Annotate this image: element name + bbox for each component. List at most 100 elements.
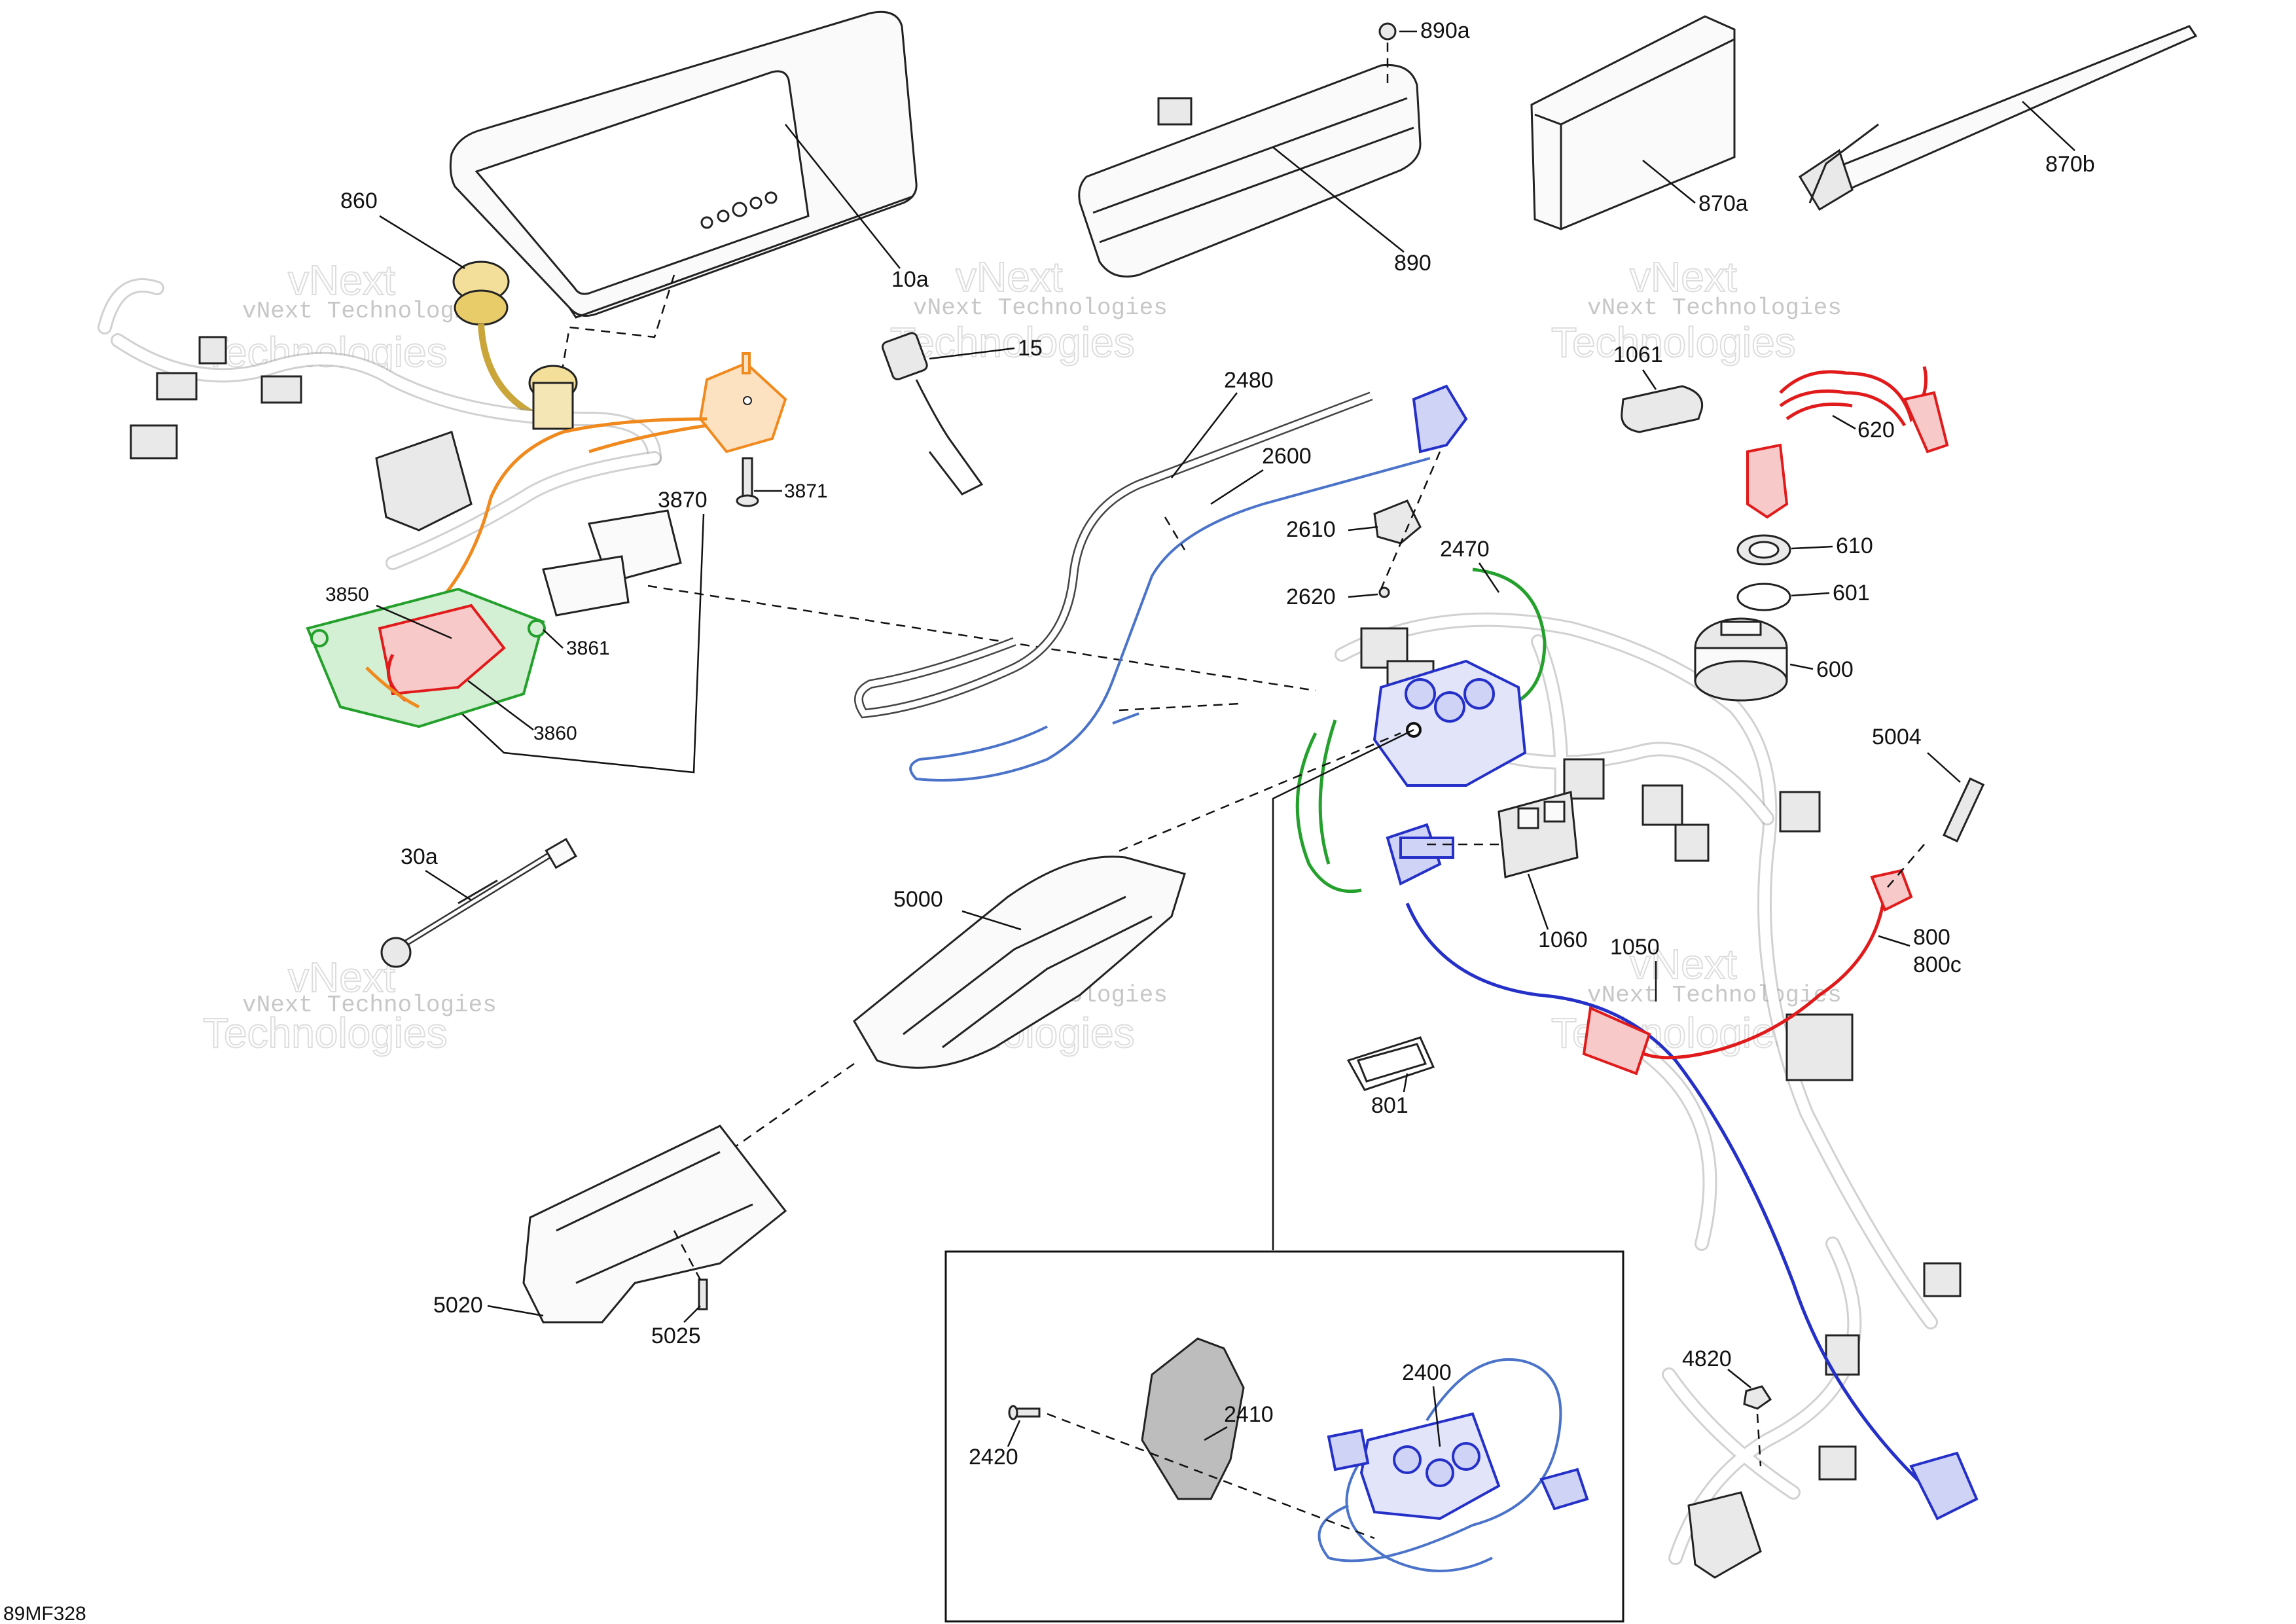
- label-890: 890: [1394, 251, 1431, 276]
- label-3861: 3861: [566, 638, 610, 659]
- watermark-big: vNext: [288, 257, 395, 304]
- part-5004-pin: [1943, 777, 1985, 843]
- label-801: 801: [1371, 1093, 1408, 1118]
- watermark-big: vNext: [1630, 941, 1737, 988]
- part-860-connector-boot: [452, 261, 545, 422]
- label-870a: 870a: [1698, 191, 1748, 216]
- label-601: 601: [1833, 581, 1870, 605]
- display-button-row-icon: [700, 191, 778, 229]
- label-2600: 2600: [1262, 444, 1312, 469]
- part-800-cable-red: [1582, 869, 1913, 1075]
- part-2470-cable-green: [1295, 568, 1547, 893]
- watermark-big: vNext: [1630, 253, 1737, 300]
- connector-icon: [1785, 1013, 1854, 1081]
- label-2620: 2620: [1286, 585, 1336, 609]
- label-1050: 1050: [1610, 935, 1660, 960]
- main-harness-assembly: [1335, 612, 1962, 1579]
- label-870b: 870b: [2045, 152, 2095, 177]
- watermark-text: vNext Technologies: [242, 992, 497, 1019]
- label-10a: 10a: [891, 267, 929, 292]
- label-620: 620: [1857, 418, 1895, 442]
- part-1061-bezel: [1621, 385, 1704, 433]
- label-15: 15: [1018, 336, 1043, 361]
- watermark-big: Technologies: [890, 319, 1135, 366]
- detail-inset-box: [944, 1250, 1624, 1623]
- part-601-washer: [1736, 583, 1791, 611]
- watermark-text: vNext Technologies: [1587, 982, 1842, 1009]
- connector-icon: [198, 336, 227, 365]
- part-4820-nut: [1743, 1385, 1772, 1410]
- part-2420-screw: [1008, 1405, 1041, 1420]
- part-5020-bracket: [522, 1125, 787, 1324]
- solenoid-icon: [1687, 1491, 1762, 1579]
- part-890-ecu-housing: [1078, 63, 1422, 278]
- watermark-big: Technologies: [1551, 319, 1796, 366]
- part-15-sensor: [882, 332, 984, 496]
- label-2480: 2480: [1224, 368, 1274, 393]
- label-5020: 5020: [433, 1293, 483, 1318]
- label-890a: 890a: [1420, 18, 1470, 43]
- relay-box-icon: [375, 431, 473, 532]
- part-1060-switch: [1498, 791, 1579, 878]
- connector-icon: [1818, 1445, 1857, 1481]
- label-2400: 2400: [1402, 1360, 1452, 1385]
- connector-icon: [1641, 784, 1683, 826]
- connector-icon: [260, 375, 302, 404]
- label-3870: 3870: [658, 488, 708, 513]
- label-610: 610: [1836, 533, 1873, 558]
- watermark-big: Technologies: [203, 329, 448, 376]
- label-2470: 2470: [1440, 537, 1490, 562]
- watermark-text: vNext Technologies: [1587, 295, 1842, 321]
- label-4820: 4820: [1682, 1346, 1732, 1371]
- label-3871: 3871: [784, 480, 828, 502]
- watermark-big: vNext: [288, 954, 395, 1001]
- label-2420: 2420: [969, 1445, 1018, 1470]
- part-801-gasket: [1346, 1036, 1435, 1091]
- part-3850-module-red: [378, 604, 506, 702]
- part-600-ignition-switch: [1694, 617, 1788, 702]
- dashed-line: [1119, 732, 1401, 852]
- label-1060: 1060: [1538, 928, 1588, 952]
- part-5025-screw: [698, 1278, 708, 1310]
- label-1061: 1061: [1613, 342, 1663, 367]
- label-860: 860: [340, 189, 378, 213]
- watermark-text: vNext Technologies: [913, 295, 1168, 321]
- connector-icon: [130, 424, 178, 460]
- part-2400-handlebar-switch: [1318, 1358, 1589, 1572]
- label-30a: 30a: [401, 844, 438, 869]
- left-harness-cluster: [98, 278, 682, 617]
- part-870a-pad: [1530, 15, 1736, 230]
- label-600: 600: [1816, 657, 1854, 682]
- watermark-text: vNext Technologies: [242, 298, 497, 325]
- diagram-code: 89MF328: [3, 1603, 86, 1624]
- part-30a-cable: [380, 837, 577, 968]
- part-3871-screw: [736, 457, 759, 507]
- label-5004: 5004: [1872, 725, 1922, 749]
- watermark-big: Technologies: [203, 1009, 448, 1056]
- assembly-dashed-line: [647, 585, 1316, 692]
- part-1050-cable-blue: [1386, 823, 1979, 1521]
- label-5025: 5025: [651, 1324, 701, 1348]
- label-5000: 5000: [893, 887, 943, 912]
- part-2620-screw: [1378, 586, 1390, 598]
- label-800c: 800c: [1913, 952, 1962, 977]
- part-890a-nut: [1378, 22, 1397, 41]
- part-5000-cover: [853, 856, 1186, 1069]
- harness-connector-3870-icon: [542, 555, 630, 617]
- part-610-nut: [1736, 534, 1791, 566]
- connector-icon: [156, 372, 198, 401]
- connector-icon: [1674, 823, 1710, 862]
- part-10a-display-cluster: [449, 10, 918, 367]
- part-2610-clip: [1373, 499, 1422, 545]
- connector-icon: [1923, 1262, 1962, 1297]
- label-2610: 2610: [1286, 517, 1336, 542]
- watermark-big: vNext: [956, 253, 1063, 300]
- part-620-lanyard-red: [1746, 366, 1949, 519]
- connector-icon: [1779, 791, 1821, 833]
- part-870b-cable-tie: [1798, 25, 2198, 211]
- part-2480-cable: [854, 391, 1373, 719]
- label-800: 800: [1913, 925, 1950, 950]
- label-3860: 3860: [533, 723, 577, 744]
- label-3850: 3850: [325, 584, 369, 605]
